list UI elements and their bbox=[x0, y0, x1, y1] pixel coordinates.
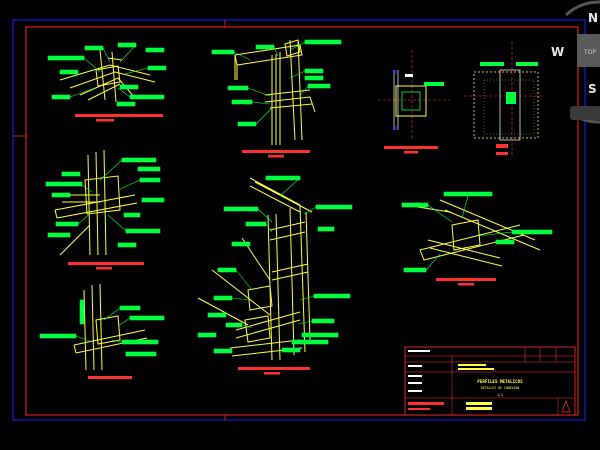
logo-triangle-icon bbox=[561, 399, 571, 413]
detail-8-caption bbox=[436, 278, 496, 286]
detail-6-bracing-frame[interactable] bbox=[197, 177, 313, 361]
title-block[interactable]: PERFILES METALICOS DETALLES DE CONEXION … bbox=[404, 346, 576, 416]
detail-1-beam-connection[interactable] bbox=[59, 49, 156, 103]
detail-2-caption bbox=[242, 150, 310, 158]
compass-north-label[interactable]: N bbox=[588, 11, 598, 25]
detail-5-column-node[interactable] bbox=[54, 149, 138, 256]
outer-sheet-border bbox=[12, 19, 586, 421]
inner-drawing-frame bbox=[25, 26, 579, 416]
detail-6-caption bbox=[238, 367, 310, 375]
viewcube-home-button[interactable] bbox=[570, 106, 600, 120]
detail-7-annotations bbox=[39, 299, 165, 357]
detail-8-annotations bbox=[401, 191, 553, 273]
detail-4-caption bbox=[496, 152, 508, 155]
detail-1-annotations bbox=[47, 42, 167, 107]
detail-2-annotations bbox=[211, 39, 342, 127]
detail-2-column-beam[interactable] bbox=[234, 39, 316, 145]
viewcube-compass[interactable]: TOP N W S bbox=[551, 0, 600, 124]
detail-4-anchor-section[interactable] bbox=[464, 42, 544, 155]
detail-7-beam-seat[interactable] bbox=[73, 283, 148, 371]
detail-3-base-plate-plan[interactable] bbox=[378, 50, 450, 138]
viewcube-top-face[interactable] bbox=[577, 34, 600, 67]
compass-west-label[interactable]: W bbox=[551, 45, 564, 59]
detail-5-caption bbox=[68, 262, 144, 270]
detail-1-caption bbox=[75, 114, 163, 122]
detail-3-caption bbox=[384, 146, 438, 154]
viewcube-top-label: TOP bbox=[583, 49, 596, 56]
title-block-sheet: 1/1 bbox=[497, 393, 503, 397]
compass-south-label[interactable]: S bbox=[588, 82, 597, 96]
title-block-subtitle: DETALLES DE CONEXION bbox=[481, 386, 519, 390]
title-block-title: PERFILES METALICOS bbox=[477, 379, 523, 384]
detail-5-annotations bbox=[45, 157, 165, 248]
detail-7-caption bbox=[88, 376, 132, 379]
detail-6-annotations bbox=[197, 175, 353, 354]
